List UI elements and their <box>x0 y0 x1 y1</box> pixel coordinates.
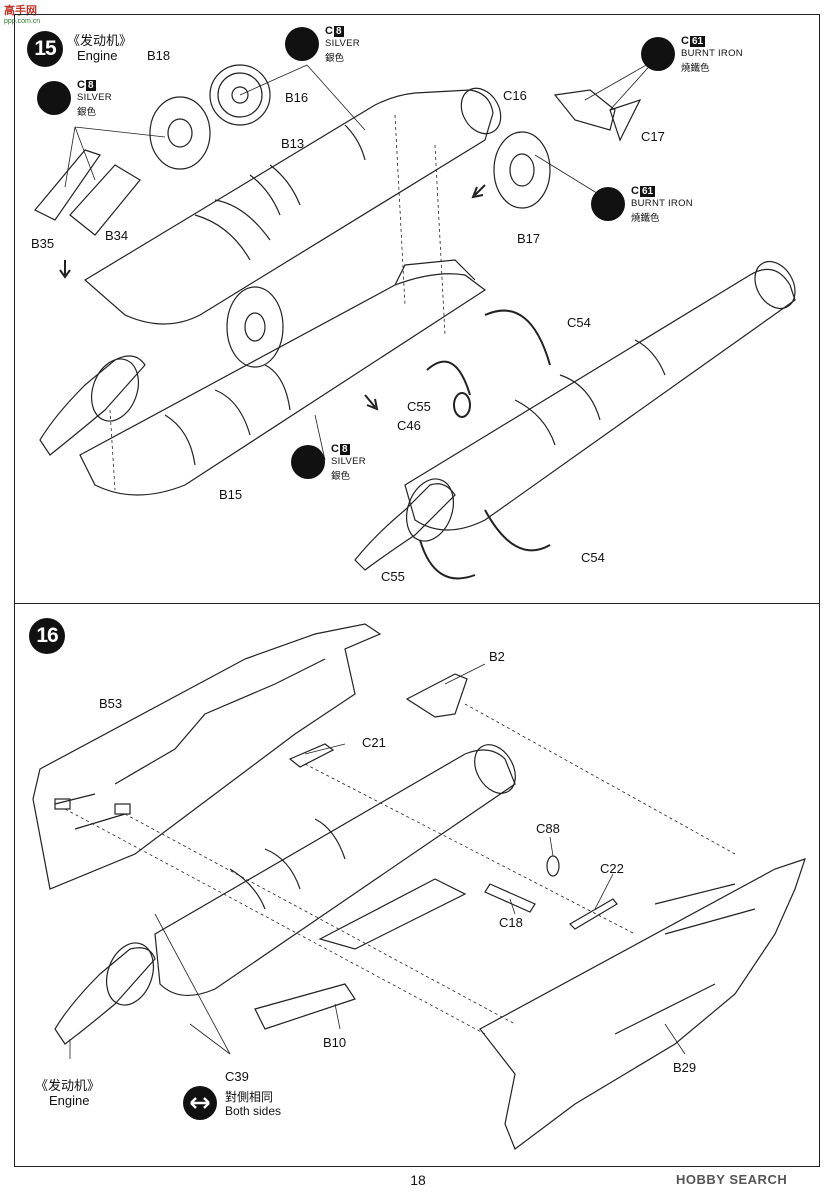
assembly-arrows <box>59 184 486 411</box>
part-label-b16: B16 <box>285 90 309 105</box>
paintbrush-icon <box>291 445 325 479</box>
paintbrush-icon <box>641 37 675 71</box>
part-label-b2: B2 <box>489 649 505 664</box>
step-16-panel: 16 B2 B53 C21 C88 C22 C18 B10 C39 B29 《发… <box>14 603 820 1167</box>
paintbrush-icon <box>37 81 71 115</box>
paintbrush-icon <box>285 27 319 61</box>
part-label-b18: B18 <box>147 48 171 63</box>
ring-c55-top <box>426 360 471 396</box>
part-label-c88: C88 <box>536 821 560 836</box>
ring-c54-top <box>484 309 551 366</box>
step-15-title-en: Engine <box>77 48 118 63</box>
both-sides-note: 對側相同 Both sides <box>183 1086 313 1126</box>
nozzle-left <box>39 355 146 456</box>
watermark-url: ppp.com.cn <box>4 18 41 25</box>
disc-b17 <box>493 131 551 209</box>
part-label-c18: C18 <box>499 915 523 930</box>
part-label-c39: C39 <box>225 1069 249 1084</box>
part-label-c17: C17 <box>641 129 665 144</box>
part-label-b17: B17 <box>517 231 541 246</box>
step-number-16: 16 <box>29 618 65 654</box>
page-number: 18 <box>410 1172 426 1188</box>
part-label-c55-top: C55 <box>407 399 431 414</box>
engine-label-cn: 《发动机》 <box>35 1078 101 1093</box>
panel-b2 <box>405 673 468 718</box>
part-label-b35: B35 <box>31 236 55 251</box>
part-label-c54-bottom: C54 <box>581 550 605 565</box>
leader-lines <box>64 59 656 491</box>
part-label-c46: C46 <box>397 418 421 433</box>
paintbrush-icon <box>591 187 625 221</box>
part-label-b13: B13 <box>281 136 305 151</box>
part-label-c55-bottom: C55 <box>381 569 405 584</box>
part-label-c22: C22 <box>600 861 624 876</box>
part-label-b29: B29 <box>673 1060 697 1075</box>
part-label-b10: B10 <box>323 1035 347 1050</box>
disc-b18 <box>149 96 211 170</box>
fuselage-half-b53 <box>32 623 382 890</box>
engine-assembly-illustration <box>34 59 796 580</box>
part-label-b34: B34 <box>105 228 129 243</box>
part-label-c16: C16 <box>503 88 527 103</box>
step-number-15: 15 <box>27 31 63 67</box>
double-arrow-icon <box>183 1086 217 1120</box>
guide-lines <box>64 663 736 1059</box>
parts-c16-c17 <box>553 89 642 142</box>
part-b10 <box>254 878 467 1030</box>
fuselage-assembly-illustration <box>32 623 806 1150</box>
part-label-b15: B15 <box>219 487 243 502</box>
both-sides-en: Both sides <box>225 1104 282 1118</box>
part-label-c21: C21 <box>362 735 386 750</box>
engine-installed <box>54 744 516 1045</box>
part-label-c54-top: C54 <box>567 315 591 330</box>
both-sides-cn: 對側相同 <box>225 1090 274 1104</box>
engine-label-en: Engine <box>49 1093 90 1108</box>
fuselage-half-b29 <box>479 858 806 1150</box>
engine-casing-b13 <box>83 87 502 325</box>
engine-assembled-right <box>354 260 796 571</box>
part-label-b53: B53 <box>99 696 123 711</box>
ring-c55-bot <box>419 539 476 580</box>
ring-c54-bot <box>484 509 551 552</box>
part-c21 <box>288 743 335 768</box>
disc-center <box>226 286 284 368</box>
fan-b16 <box>209 64 271 126</box>
step-15-title-cn: 《发动机》 <box>67 33 133 48</box>
engine-shell-b15 <box>79 259 487 496</box>
watermark-hobbysearch: HOBBY SEARCH <box>676 1172 788 1187</box>
ring-c46 <box>453 392 471 418</box>
parts-b35-b34 <box>34 149 141 236</box>
